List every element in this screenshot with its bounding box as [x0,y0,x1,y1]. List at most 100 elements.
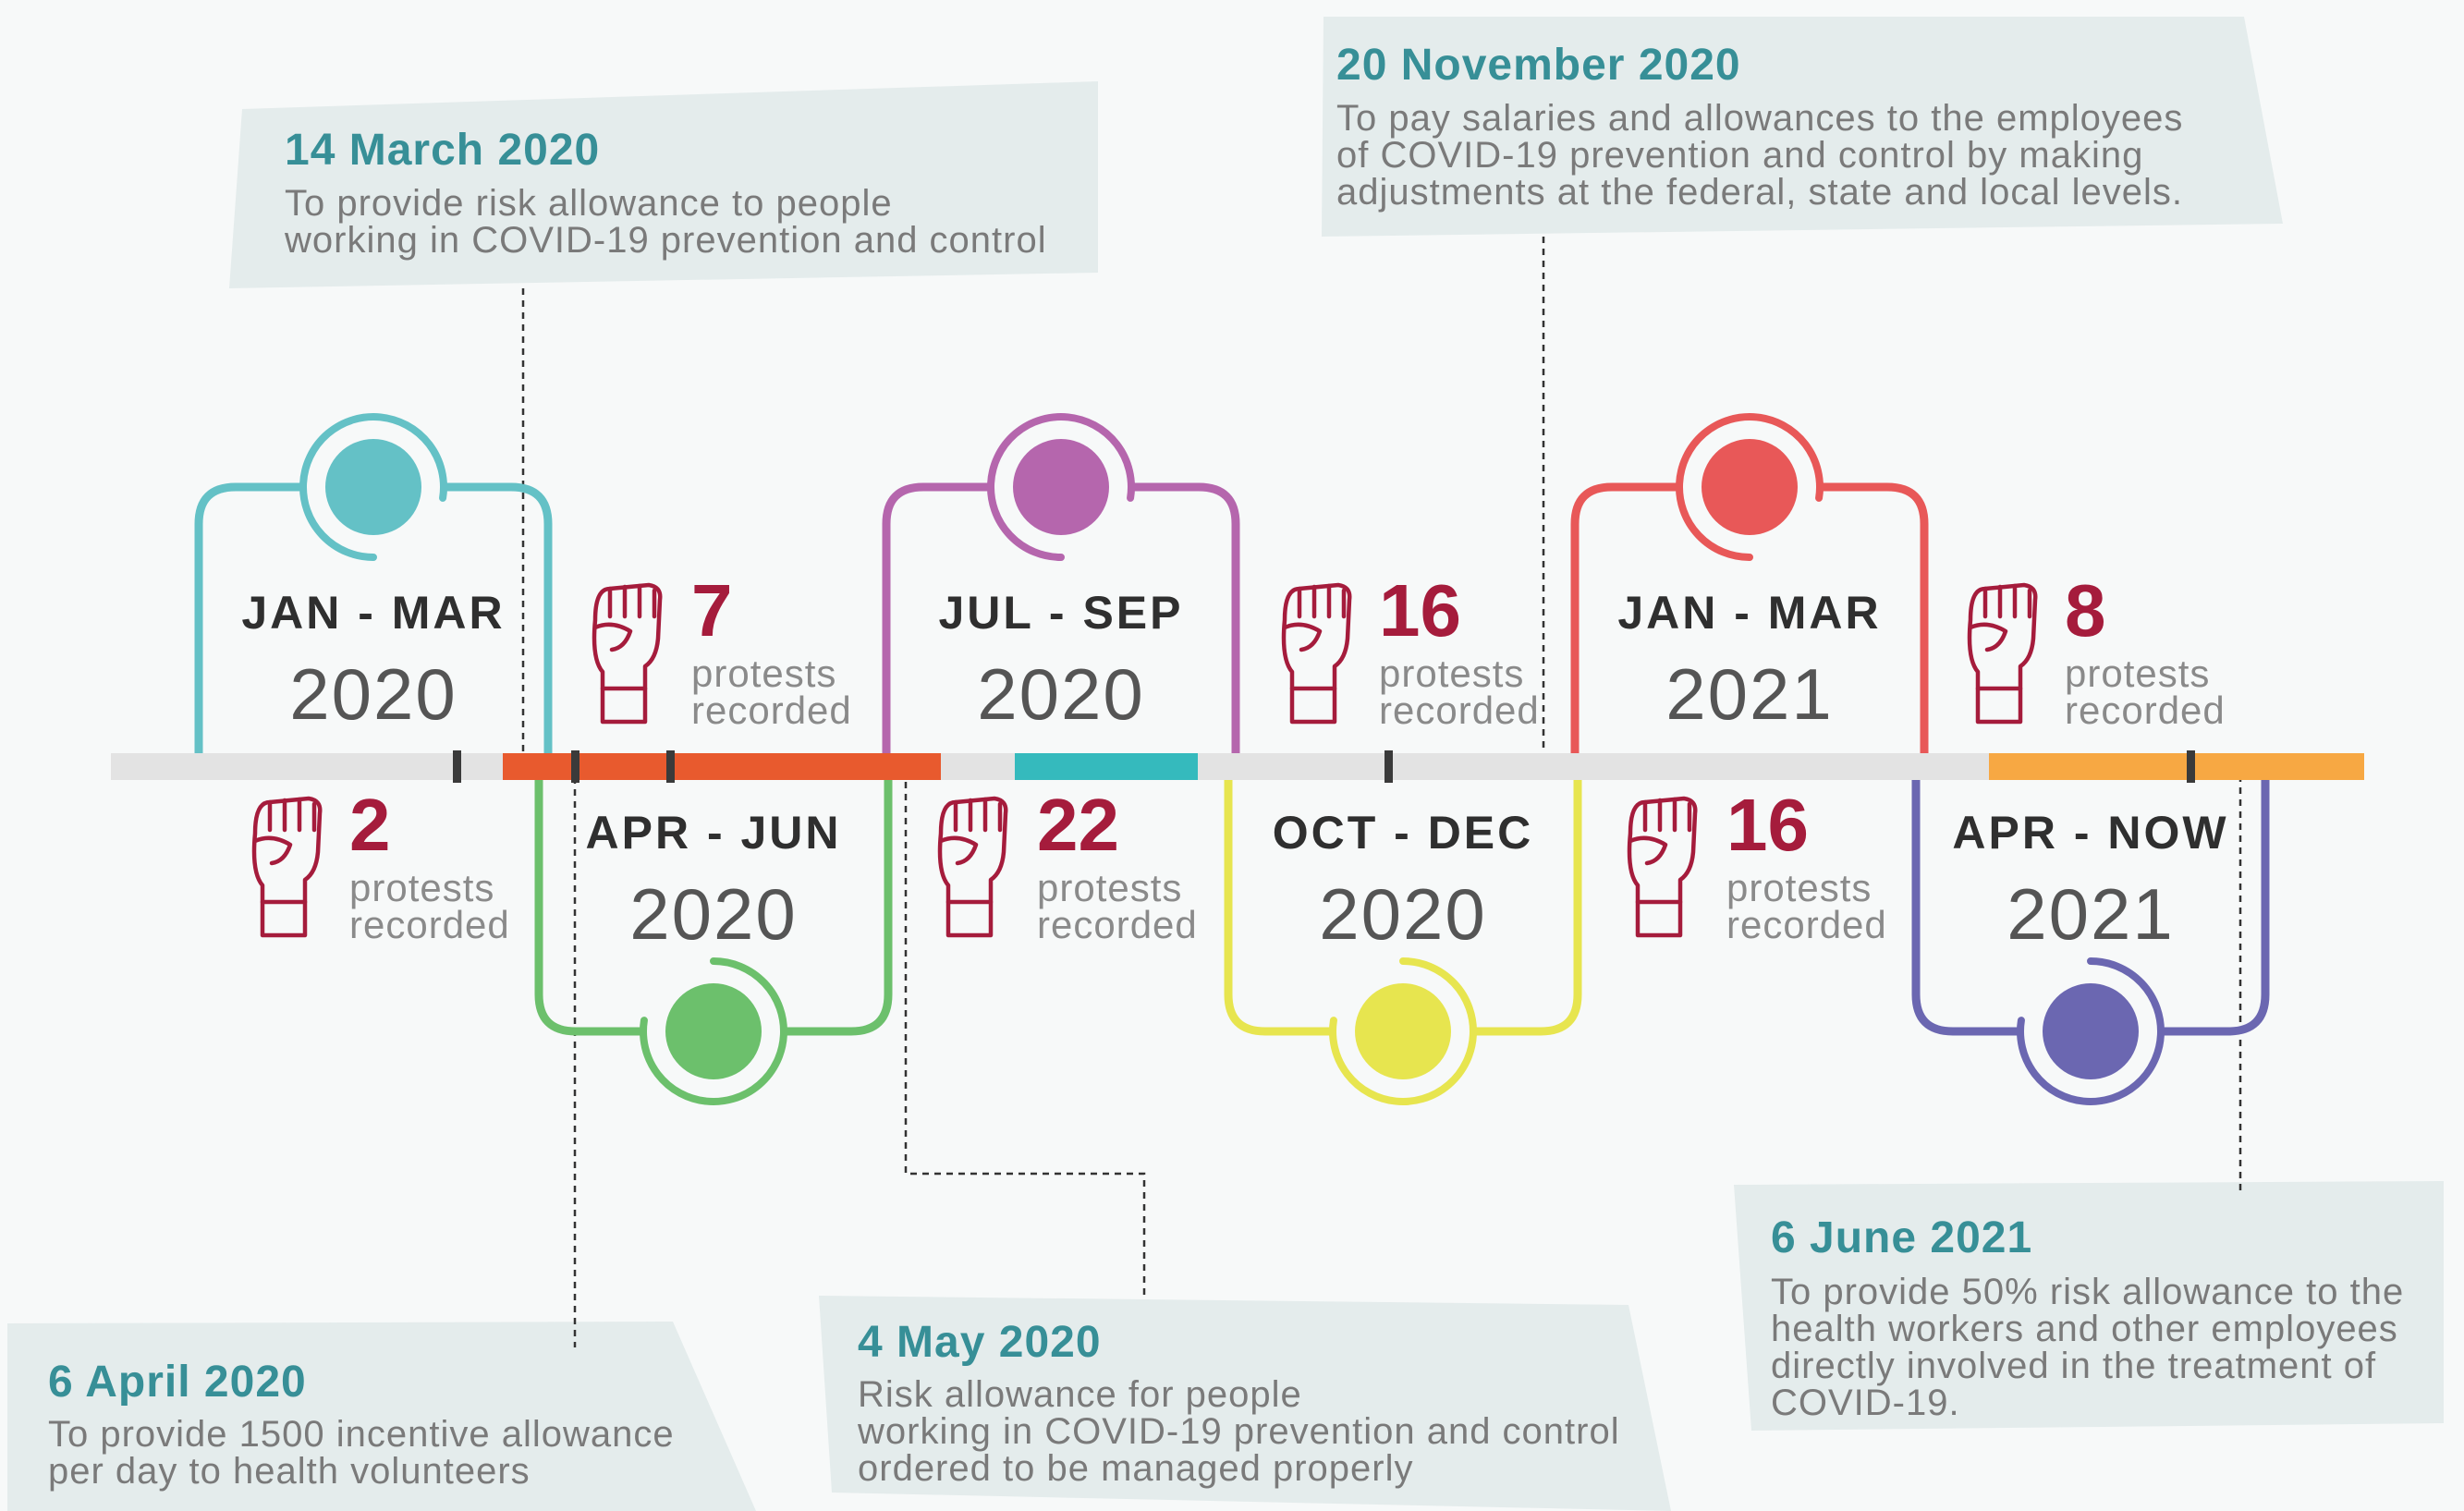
event-date: 4 May 2020 [858,1318,1102,1367]
protest-count-number: 8 [2065,569,2106,652]
protest-label: recorded [1379,688,1540,732]
quarter-year: 2021 [1665,653,1834,735]
protest-label: protests [1726,866,1872,909]
quarter-year: 2020 [289,653,457,735]
event-date: 6 April 2020 [48,1358,307,1407]
event-desc-line: directly involved in the treatment of [1771,1346,2376,1386]
protest-count-number: 16 [1379,569,1461,652]
node-ring [640,957,787,1105]
event-desc-line: per day to health volunteers [48,1451,531,1492]
leader-line-14-march [457,288,525,767]
protest-label: recorded [2065,688,2226,732]
timeline-base [111,753,2364,780]
event-desc-line: working in COVID-19 prevention and contr… [857,1411,1620,1452]
timeline [111,750,2364,783]
protest-label: protests [2065,652,2210,695]
timeline-tick [666,750,675,783]
quarter-frame [1570,482,1929,766]
callout-box [7,1322,756,1511]
raised-fist-icon [1627,796,1698,938]
event-desc-line: To provide 50% risk allowance to the [1771,1272,2404,1312]
timeline-tick [1384,750,1393,783]
event-desc-line: adjustments at the federal, state and lo… [1336,172,2183,213]
protest-count-number: 16 [1726,784,1809,866]
callout-box [1322,17,2283,237]
event-desc-line: To provide 1500 incentive allowance [48,1414,675,1455]
quarter-3: JUL - SEP 2020 [882,413,1240,766]
callout-20-november-2020: 20 November 2020 To pay salaries and all… [1322,17,2283,237]
quarter-frame [534,766,893,1036]
protest-label: recorded [691,688,852,732]
event-date: 14 March 2020 [285,126,600,175]
quarter-year: 2020 [629,873,798,955]
raised-fist-icon [592,582,663,725]
node-dot [2043,983,2139,1079]
node-ring [1329,957,1477,1105]
event-date: 6 June 2021 [1771,1213,2032,1262]
node-ring [299,413,447,561]
timeline-tick [2187,750,2195,783]
protest-label: protests [1037,866,1182,909]
protest-label: recorded [349,903,510,946]
raised-fist-icon [1281,582,1352,725]
event-desc-line: health workers and other employees [1771,1309,2398,1349]
callout-box [1734,1181,2444,1431]
quarter-period: APR - NOW [1952,807,2228,859]
quarter-period: JAN - MAR [241,587,505,639]
callout-box [819,1296,1671,1511]
callout-box [229,81,1098,288]
timeline-segment [503,753,941,780]
node-dot [1013,439,1109,535]
node-dot [1702,439,1798,535]
event-desc-line: To provide risk allowance to people [285,183,893,224]
quarter-2: APR - JUN 2020 [534,766,893,1105]
quarter-period: APR - JUN [585,807,841,859]
protest-count-number: 2 [349,784,391,866]
event-desc-line: working in COVID-19 prevention and contr… [284,220,1047,261]
quarter-frame [194,482,553,766]
quarter-year: 2021 [2007,873,2175,955]
protest-label: protests [1379,652,1524,695]
node-dot [665,983,762,1079]
event-desc-line: of COVID-19 prevention and control by ma… [1336,135,2143,176]
node-ring [987,413,1135,561]
quarter-period: JUL - SEP [938,587,1183,639]
timeline-segment [1015,753,1198,780]
quarter-period: OCT - DEC [1273,807,1534,859]
event-desc-line: COVID-19. [1771,1383,1960,1423]
quarter-frame [882,482,1240,766]
callout-4-may-2020: 4 May 2020 Risk allowance for people wor… [819,1296,1671,1511]
protest-label: recorded [1726,903,1887,946]
quarter-year: 2020 [977,653,1145,735]
quarter-1: JAN - MAR 2020 [194,413,553,766]
protest-count-number: 22 [1037,784,1119,866]
leader-lines [457,237,2242,1347]
quarter-frame [1224,766,1582,1036]
event-date: 20 November 2020 [1336,41,1741,90]
raised-fist-icon [251,796,323,938]
node-dot [1355,983,1451,1079]
quarter-frame [1911,766,2270,1036]
callout-6-april-2020: 6 April 2020 To provide 1500 incentive a… [7,1322,756,1511]
quarter-5: JAN - MAR 2021 [1570,413,1929,766]
protest-label: recorded [1037,903,1198,946]
protest-label: protests [691,652,836,695]
event-desc-line: ordered to be managed properly [858,1448,1413,1489]
callout-6-june-2021: 6 June 2021 To provide 50% risk allowanc… [1734,1181,2444,1431]
timeline-segment [1989,753,2364,780]
node-dot [325,439,421,535]
node-ring [1676,413,1824,561]
timeline-tick [453,750,461,783]
timeline-tick [571,750,579,783]
raised-fist-icon [1967,582,2038,725]
protest-count-number: 7 [691,569,733,652]
callout-14-march-2020: 14 March 2020 To provide risk allowance … [229,81,1098,288]
quarter-period: JAN - MAR [1617,587,1881,639]
